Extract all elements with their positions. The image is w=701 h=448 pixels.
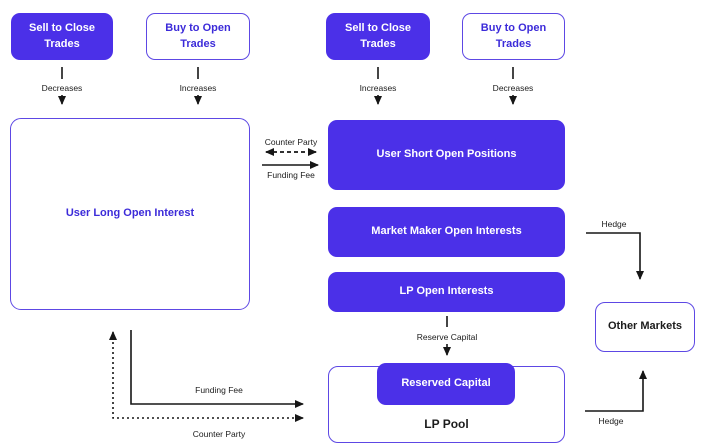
funding-fee-bottom-label: Funding Fee — [195, 385, 243, 395]
other-markets-box: Other Markets — [595, 302, 695, 352]
lp-open-interests-box: LP Open Interests — [328, 272, 565, 312]
counter-party-bottom-arrow — [109, 331, 304, 422]
reserved-capital-box: Reserved Capital — [377, 363, 515, 405]
user-short-open-positions-box: User Short Open Positions — [328, 120, 565, 190]
reserve-capital-label: Reserve Capital — [416, 332, 478, 342]
funding-fee-top-label: Funding Fee — [267, 170, 315, 180]
decreases-label-left: Decreases — [41, 83, 83, 93]
market-maker-open-interests-box: Market Maker Open Interests — [328, 207, 565, 257]
hedge-bottom-arrow — [585, 370, 647, 412]
sell-to-close-trades-right-box: Sell to Close Trades — [326, 13, 430, 60]
hedge-top-arrow — [586, 232, 644, 280]
buy-to-open-trades-left-box: Buy to Open Trades — [146, 13, 250, 60]
increases-label-left: Increases — [179, 83, 217, 93]
hedge-bottom-label: Hedge — [598, 416, 624, 426]
hedge-top-label: Hedge — [601, 219, 627, 229]
sell-to-close-trades-left-box: Sell to Close Trades — [11, 13, 113, 60]
buy-to-open-trades-right-box: Buy to Open Trades — [462, 13, 565, 60]
counter-party-top-label: Counter Party — [264, 137, 318, 147]
increases-label-right: Increases — [359, 83, 397, 93]
counter-party-bottom-label: Counter Party — [192, 429, 246, 439]
decreases-label-right: Decreases — [492, 83, 534, 93]
user-long-open-interest-box: User Long Open Interest — [10, 118, 250, 310]
